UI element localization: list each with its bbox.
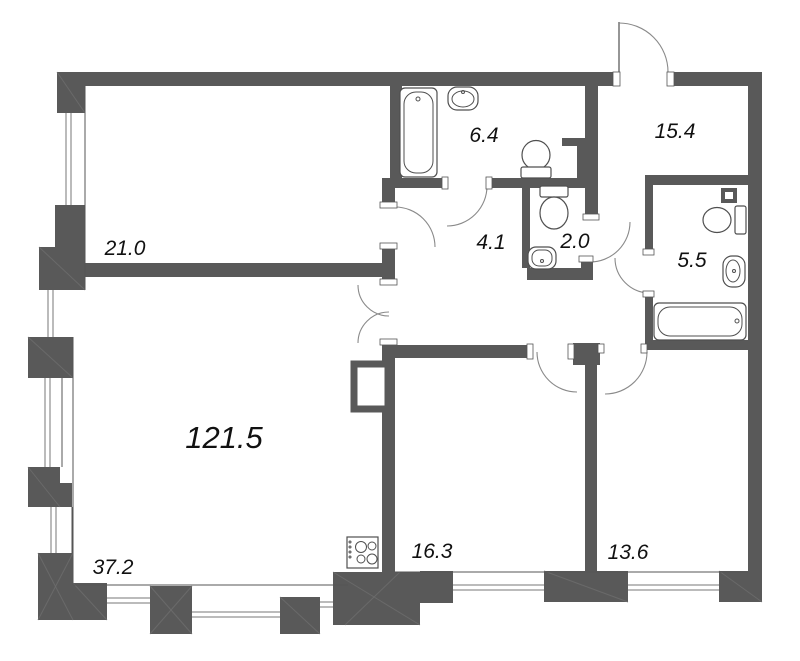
window [320, 601, 333, 608]
window [47, 290, 54, 337]
walls [27, 71, 763, 635]
wall-segment [487, 178, 598, 188]
wall-segment [382, 178, 395, 207]
pillar [60, 483, 72, 507]
door-arc-room-136 [604, 351, 648, 395]
area-label-living-372: 37.2 [93, 556, 134, 579]
room-labels: 21.0 6.4 15.4 4.1 2.0 5.5 121.5 37.2 16.… [93, 120, 707, 579]
pillar-hatching [27, 71, 763, 635]
window [44, 378, 63, 467]
sink-icon [527, 246, 557, 270]
wall-segment [390, 86, 402, 178]
door-arc-bath-64 [446, 185, 488, 227]
wall-segment [585, 86, 598, 220]
window [453, 584, 544, 591]
door-arc-bath-55 [614, 257, 651, 294]
door-arc-room-21 [394, 206, 436, 248]
window [628, 584, 719, 591]
area-label-room-136: 13.6 [608, 541, 649, 564]
wall-segment [577, 146, 585, 180]
pillar [55, 205, 85, 247]
sink-icon [722, 255, 746, 288]
wall-segment [573, 343, 600, 365]
bathtub-icon [653, 302, 747, 341]
entrance-door [618, 22, 669, 73]
wall-segment [60, 263, 382, 277]
wall-segment [57, 72, 619, 86]
area-label-living-1215: 121.5 [185, 420, 263, 455]
duct-box-icon [350, 360, 392, 413]
fixtures [346, 86, 747, 569]
area-label-bath-64: 6.4 [469, 124, 498, 147]
toilet-icon [539, 185, 569, 230]
area-label-corridor-41: 4.1 [476, 231, 505, 254]
sink-icon [447, 86, 479, 111]
window [50, 507, 73, 553]
vent-shaft-icon [721, 188, 737, 203]
windows [44, 113, 719, 618]
toilet-icon [520, 139, 552, 179]
wall-segment [645, 295, 653, 345]
wall-segment [395, 345, 533, 358]
wall-segment [527, 268, 593, 280]
door-jambs [379, 71, 675, 360]
wall-segment [395, 178, 447, 188]
area-label-hall-154: 15.4 [655, 120, 696, 143]
wall-segment [562, 138, 588, 146]
wall-segment [645, 183, 653, 255]
window [192, 611, 280, 618]
pillar [57, 86, 85, 113]
door-arc-wc-20 [589, 221, 631, 263]
wall-segment [382, 247, 395, 285]
area-label-bath-55: 5.5 [677, 249, 707, 272]
wall-segment [581, 260, 593, 270]
door-arc-room-163 [536, 351, 578, 393]
doors [357, 22, 675, 395]
window [65, 113, 86, 205]
area-label-wc-20: 2.0 [559, 230, 590, 253]
pillar [420, 571, 453, 603]
wall-segment [522, 178, 530, 268]
wall-segment [645, 340, 748, 350]
wall-segment [668, 72, 762, 86]
area-label-room-163: 16.3 [412, 540, 453, 563]
bathtub-icon [399, 87, 438, 178]
wall-segment [645, 175, 748, 185]
area-label-room-21: 21.0 [104, 237, 146, 260]
wall-segment [748, 72, 762, 602]
toilet-icon [702, 205, 747, 235]
wall-segment [585, 365, 597, 572]
double-door-living [357, 284, 390, 344]
stove-icon [346, 536, 379, 569]
window [107, 597, 150, 604]
